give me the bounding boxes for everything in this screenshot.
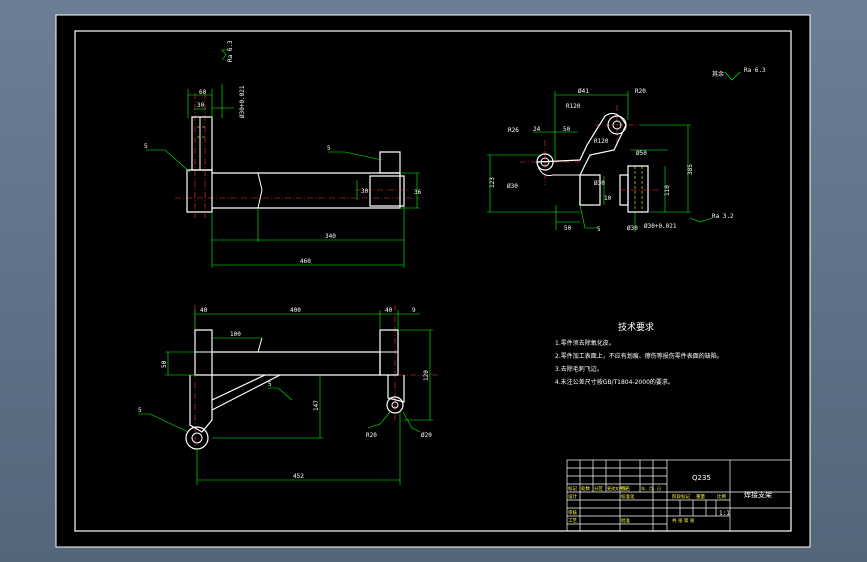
title-weight: 重量 bbox=[696, 493, 705, 500]
side-dim-10: 10 bbox=[604, 195, 612, 202]
front-dim-36: 36 bbox=[414, 189, 422, 196]
roughness-right: Ra 3.2 bbox=[712, 213, 734, 220]
title-part-name: 焊接支架 bbox=[744, 490, 772, 499]
side-dim-r26: R26 bbox=[508, 127, 519, 134]
side-dim-r20: R20 bbox=[635, 88, 646, 95]
tech-req-title: 技术要求 bbox=[618, 321, 654, 333]
bottom-callout-2: 5 bbox=[268, 381, 272, 388]
front-callout-2: 5 bbox=[327, 145, 331, 152]
title-row-label-2: 处数 bbox=[581, 485, 590, 492]
bottom-dim-r20: R20 bbox=[366, 432, 377, 439]
bottom-dim-100: 100 bbox=[230, 331, 241, 338]
tech-req-line-1: 1.零件须去除氧化皮。 bbox=[555, 339, 615, 347]
title-row-label-4: 更改文件号 bbox=[607, 485, 627, 491]
bottom-dim-400: 400 bbox=[290, 307, 301, 314]
side-dim-50b: 50 bbox=[564, 225, 572, 232]
title-row-label-1: 标记 bbox=[568, 485, 577, 492]
title-ratio: 1:1 bbox=[719, 510, 730, 517]
front-dim-60: 60 bbox=[199, 89, 207, 96]
title-approve: 批准 bbox=[621, 517, 630, 524]
title-row-label-5: 签名 bbox=[621, 485, 630, 492]
bottom-dim-40b: 40 bbox=[385, 307, 393, 314]
side-dim-110: 110 bbox=[664, 185, 671, 196]
side-dim-123: 123 bbox=[489, 177, 496, 188]
title-standard: 标准化 bbox=[621, 493, 635, 500]
title-sheets: 共 张 第 张 bbox=[672, 517, 695, 524]
bottom-dim-40a: 40 bbox=[200, 307, 208, 314]
drawing-sheet bbox=[55, 14, 811, 548]
bottom-dim-50: 50 bbox=[161, 360, 168, 368]
tech-req-line-3: 3.去除毛刺飞边。 bbox=[555, 365, 603, 373]
side-dim-385: 385 bbox=[687, 164, 694, 175]
roughness-top: Ra 6.3 bbox=[227, 40, 234, 62]
front-dim-460: 460 bbox=[300, 258, 311, 265]
side-dim-41: Ø41 bbox=[578, 88, 589, 95]
tech-req-line-2: 2.零件加工表面上，不应有划痕、擦伤等损伤零件表面的缺陷。 bbox=[555, 352, 723, 360]
tech-req-line-4: 4.未注公差尺寸按GB/T1804-2000的要求。 bbox=[555, 378, 674, 386]
bottom-dim-o20: Ø20 bbox=[421, 432, 432, 439]
side-tolerance: Ø30+0.021 bbox=[644, 223, 677, 230]
title-scale: 比例 bbox=[717, 493, 726, 500]
title-block: Q235 焊接支架 1:1 标记 处数 分区 更改文件号 签名 年、月、日 设计… bbox=[566, 459, 792, 532]
bottom-view: 40 400 40 9 100 50 120 147 452 R20 Ø20 5… bbox=[138, 305, 440, 485]
side-dim-o30a: Ø30 bbox=[507, 183, 518, 190]
roughness-remaining: Ra 6.3 bbox=[744, 67, 766, 74]
front-dim-30b: 30 bbox=[361, 188, 369, 195]
bottom-dim-147: 147 bbox=[313, 400, 320, 411]
title-design: 设计 bbox=[568, 493, 577, 500]
front-callout-1: 5 bbox=[144, 143, 148, 150]
title-row-label-6: 年、月、日 bbox=[641, 485, 661, 491]
bottom-dim-120: 120 bbox=[423, 370, 430, 381]
front-dim-30: 30 bbox=[197, 102, 205, 109]
front-tolerance: Ø30+0.021 bbox=[239, 85, 246, 118]
side-dim-o30c: Ø30 bbox=[627, 225, 638, 232]
technical-requirements: 技术要求 1.零件须去除氧化皮。 2.零件加工表面上，不应有划痕、擦伤等损伤零件… bbox=[555, 321, 723, 386]
side-dim-o50: Ø50 bbox=[636, 150, 647, 157]
title-row-label-3: 分区 bbox=[594, 485, 603, 492]
side-dim-r120b: R120 bbox=[594, 138, 609, 145]
bottom-dim-452: 452 bbox=[293, 473, 304, 480]
roughness-remaining-prefix: 其余 bbox=[712, 70, 724, 78]
side-dim-r120a: R120 bbox=[566, 103, 581, 110]
side-view: Ø41 R120 R20 R26 24 50 R120 Ø30 123 Ø30 … bbox=[487, 67, 766, 233]
side-dim-24: 24 bbox=[533, 126, 541, 133]
front-view: 60 30 340 460 30 36 5 5 Ø30+0.021 Ra 6.3 bbox=[144, 40, 422, 268]
side-dim-o30b: Ø30 bbox=[594, 180, 605, 187]
title-process: 工艺 bbox=[568, 518, 577, 524]
bottom-callout-1: 5 bbox=[138, 407, 142, 414]
front-dim-340: 340 bbox=[325, 233, 336, 240]
side-dim-50: 50 bbox=[563, 126, 571, 133]
side-callout-5: 5 bbox=[597, 226, 601, 233]
inner-frame bbox=[74, 30, 792, 532]
bottom-dim-9: 9 bbox=[412, 307, 416, 314]
title-review: 审核 bbox=[568, 509, 577, 516]
title-stage: 阶段标记 bbox=[672, 493, 690, 500]
title-material: Q235 bbox=[692, 474, 711, 482]
